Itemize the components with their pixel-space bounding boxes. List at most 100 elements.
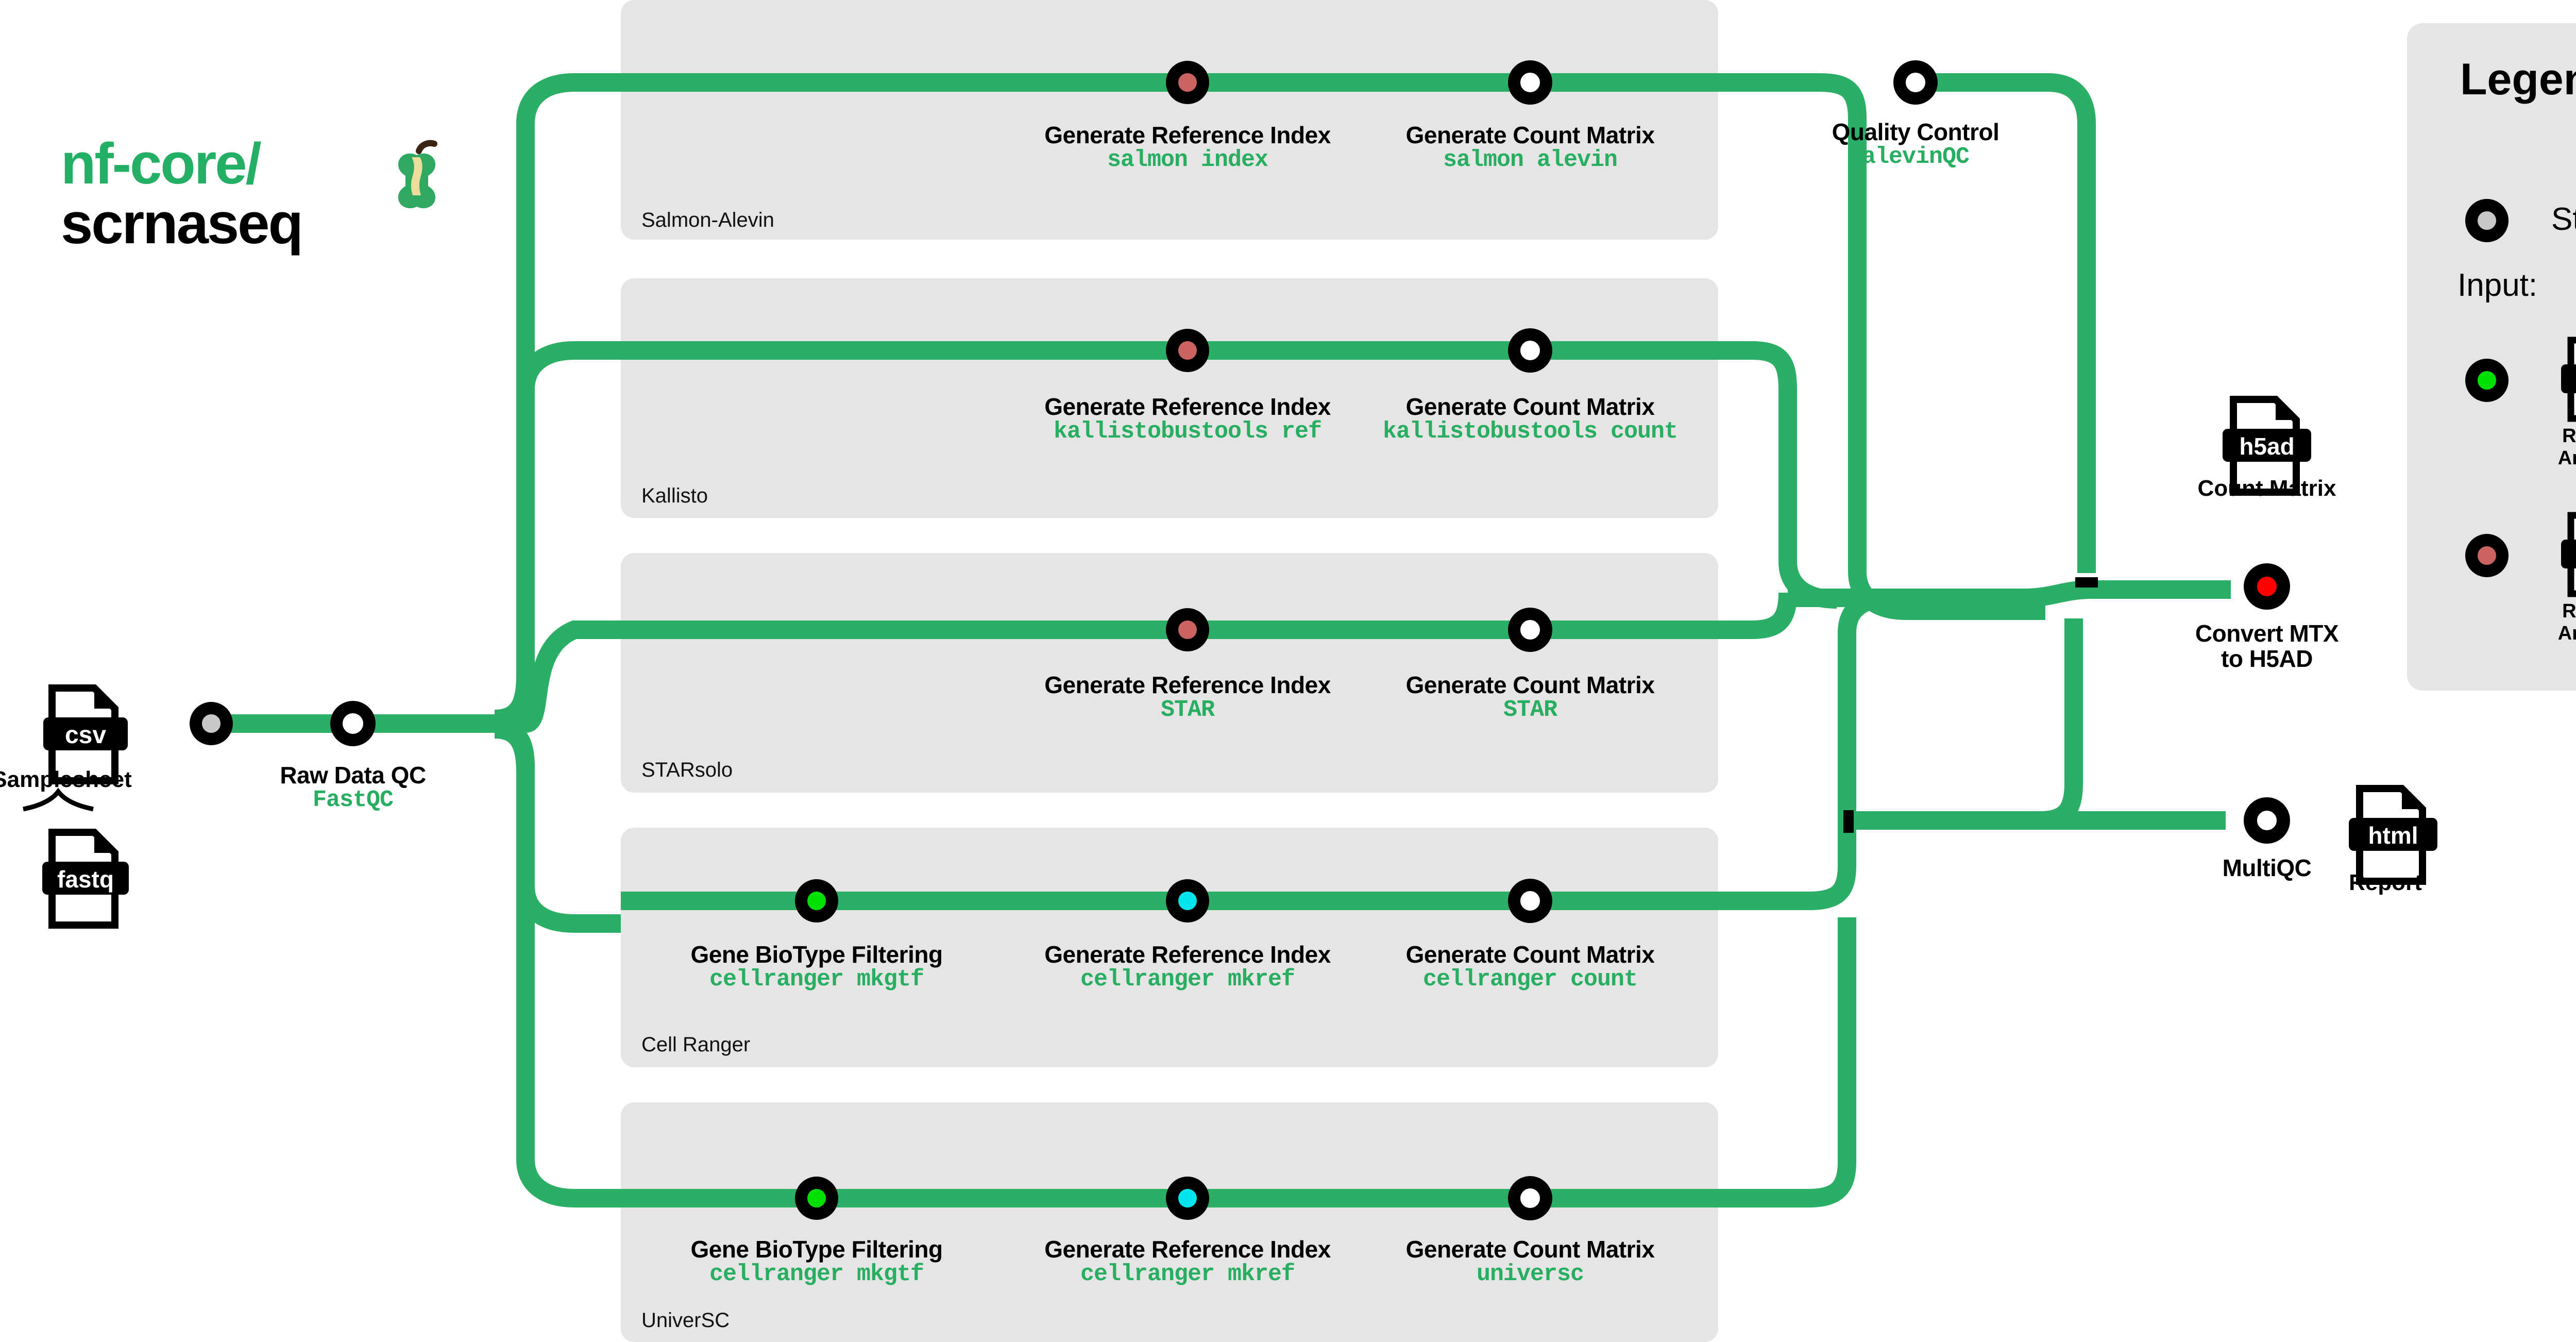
- edge-branch-kallisto: [494, 341, 621, 730]
- legend-both-cap2: Annotation: [2557, 622, 2576, 644]
- node-uv-mkgtf: [795, 1177, 838, 1220]
- crossing-mark-2: [1843, 810, 1854, 833]
- edge-kallisto-merge: [1751, 341, 1837, 609]
- convert-mtx-title: Convert MTX: [2195, 620, 2339, 647]
- panel-cell-ranger: [621, 828, 1718, 1067]
- star-count-tool: STAR: [1503, 696, 1557, 723]
- pipeline-nodes: [190, 60, 2290, 1220]
- legend-input-label: Input:: [2458, 267, 2538, 303]
- cr-count-title: Generate Count Matrix: [1405, 941, 1655, 968]
- uv-count-tool: universc: [1476, 1261, 1584, 1287]
- convert-mtx-label: Convert MTX to H5AD: [2151, 621, 2383, 672]
- group-label-cell-ranger: Cell Ranger: [641, 1033, 751, 1056]
- legend-caption-gtf2: Reference Annotation: [2524, 600, 2576, 644]
- raw-data-qc-label: Raw Data QC FastQC: [250, 763, 456, 812]
- node-label-cr-count: Generate Count Matrix cellranger count: [1365, 942, 1695, 992]
- group-panels: [621, 0, 1718, 1342]
- svg-text:html: html: [2368, 822, 2418, 849]
- edge-starsolo-merge: [1751, 592, 1797, 639]
- edge-cellranger-merge: [1808, 589, 1894, 910]
- cr-mkgtf-tool: cellranger mkgtf: [709, 966, 924, 993]
- crossing-marks: [1843, 577, 2098, 833]
- group-label-starsolo: STARsolo: [641, 759, 733, 781]
- node-star-count: [1508, 608, 1552, 652]
- file-h5ad-icon: h5ad: [2223, 396, 2311, 496]
- legend-gtf-dot: [2465, 359, 2509, 402]
- file-html-icon: html: [2349, 785, 2437, 885]
- report-label: Report: [2349, 870, 2422, 895]
- edge-branch-starsolo: [495, 620, 621, 733]
- logo-pipeline: scrnaseq: [61, 191, 303, 256]
- kb-ref-title: Generate Reference Index: [1044, 393, 1331, 420]
- count-matrix-label: Count Matrix: [2197, 476, 2336, 501]
- nf-core-logo: nf-core/ scrnaseq: [61, 131, 303, 256]
- legend-panel: [2407, 23, 2576, 691]
- uv-mkref-title: Generate Reference Index: [1044, 1236, 1331, 1263]
- node-uv-mkref: [1166, 1177, 1209, 1220]
- file-fastq-icon: fastq: [42, 829, 129, 929]
- panel-kallisto: [621, 278, 1718, 518]
- star-count-title: Generate Count Matrix: [1405, 672, 1655, 698]
- node-kb-ref: [1166, 329, 1209, 372]
- node-cr-mkref: [1166, 879, 1209, 922]
- quality-control-title: Quality Control: [1832, 119, 1999, 145]
- logo-org: nf-core/: [61, 131, 262, 196]
- edge-qc-down: [1916, 73, 2096, 573]
- multiqc-title: MultiQC: [2222, 854, 2312, 881]
- uv-mkref-tool: cellranger mkref: [1080, 1261, 1295, 1287]
- legend-start-dot: [2465, 199, 2509, 242]
- panel-universc: [621, 1102, 1718, 1342]
- salmon-index-title: Generate Reference Index: [1044, 122, 1331, 148]
- node-raw-data-qc: [330, 701, 376, 746]
- kb-count-title: Generate Count Matrix: [1405, 393, 1655, 420]
- samplesheet-label: Samplesheet: [0, 767, 132, 792]
- legend-gtf-cap2: Annotation: [2557, 447, 2576, 469]
- cr-mkref-tool: cellranger mkref: [1080, 966, 1295, 993]
- group-label-salmon-alevin: Salmon-Alevin: [641, 209, 774, 231]
- legend-gtf-cap1: Reference: [2562, 425, 2576, 447]
- legend-file-gtf2-icon: gtf: [2561, 512, 2576, 597]
- legend-both-dot: [2465, 534, 2509, 577]
- edge-branch-universc: [494, 720, 621, 1207]
- node-label-salmon-index: Generate Reference Index salmon index: [1023, 123, 1352, 172]
- node-label-star-index: Generate Reference Index STAR: [1023, 673, 1352, 722]
- edge-salmon-down: [1818, 73, 2045, 620]
- samplesheet-brace: [23, 787, 94, 812]
- legend-title: Legend: [2460, 55, 2576, 104]
- kb-ref-tool: kallistobustools ref: [1053, 418, 1322, 445]
- quality-control-tool: alevinQC: [1861, 143, 1970, 170]
- convert-mtx-title2: to H5AD: [2221, 645, 2313, 672]
- node-quality-control: [1893, 60, 1938, 105]
- node-cr-count: [1508, 879, 1552, 923]
- multiqc-label: MultiQC: [2164, 855, 2370, 881]
- edge-universc-merge: [1808, 917, 1856, 1207]
- file-csv-icon: csv: [43, 684, 128, 784]
- star-index-tool: STAR: [1160, 696, 1215, 723]
- node-cr-mkgtf: [795, 879, 838, 922]
- edge-branch-cellranger: [494, 718, 621, 933]
- node-salmon-alevin: [1508, 60, 1552, 105]
- crossing-mark-1: [2075, 577, 2098, 588]
- svg-text:csv: csv: [65, 722, 106, 749]
- node-label-kb-count: Generate Count Matrix kallistobustools c…: [1365, 394, 1695, 444]
- panel-salmon-alevin: [621, 0, 1718, 240]
- edge-bus-to-convert: [1788, 580, 2231, 607]
- node-label-star-count: Generate Count Matrix STAR: [1365, 673, 1695, 722]
- kb-count-tool: kallistobustools count: [1382, 418, 1678, 445]
- apple-core-icon: [398, 140, 437, 209]
- node-label-uv-count: Generate Count Matrix universc: [1365, 1237, 1695, 1286]
- uv-count-title: Generate Count Matrix: [1405, 1236, 1655, 1263]
- node-uv-count: [1508, 1176, 1552, 1220]
- node-star-index: [1166, 608, 1209, 651]
- edge-to-multiqc-up: [1847, 757, 2083, 830]
- uv-mkgtf-tool: cellranger mkgtf: [709, 1261, 924, 1287]
- panel-starsolo: [621, 553, 1718, 793]
- salmon-index-tool: salmon index: [1107, 146, 1268, 173]
- svg-text:fastq: fastq: [57, 866, 114, 893]
- group-label-kallisto: Kallisto: [641, 484, 708, 507]
- raw-data-qc-tool: FastQC: [312, 786, 394, 813]
- legend-both-cap1: Reference: [2562, 600, 2576, 622]
- node-label-cr-mkgtf: Gene BioType Filtering cellranger mkgtf: [652, 942, 981, 992]
- node-multiqc: [2244, 797, 2290, 844]
